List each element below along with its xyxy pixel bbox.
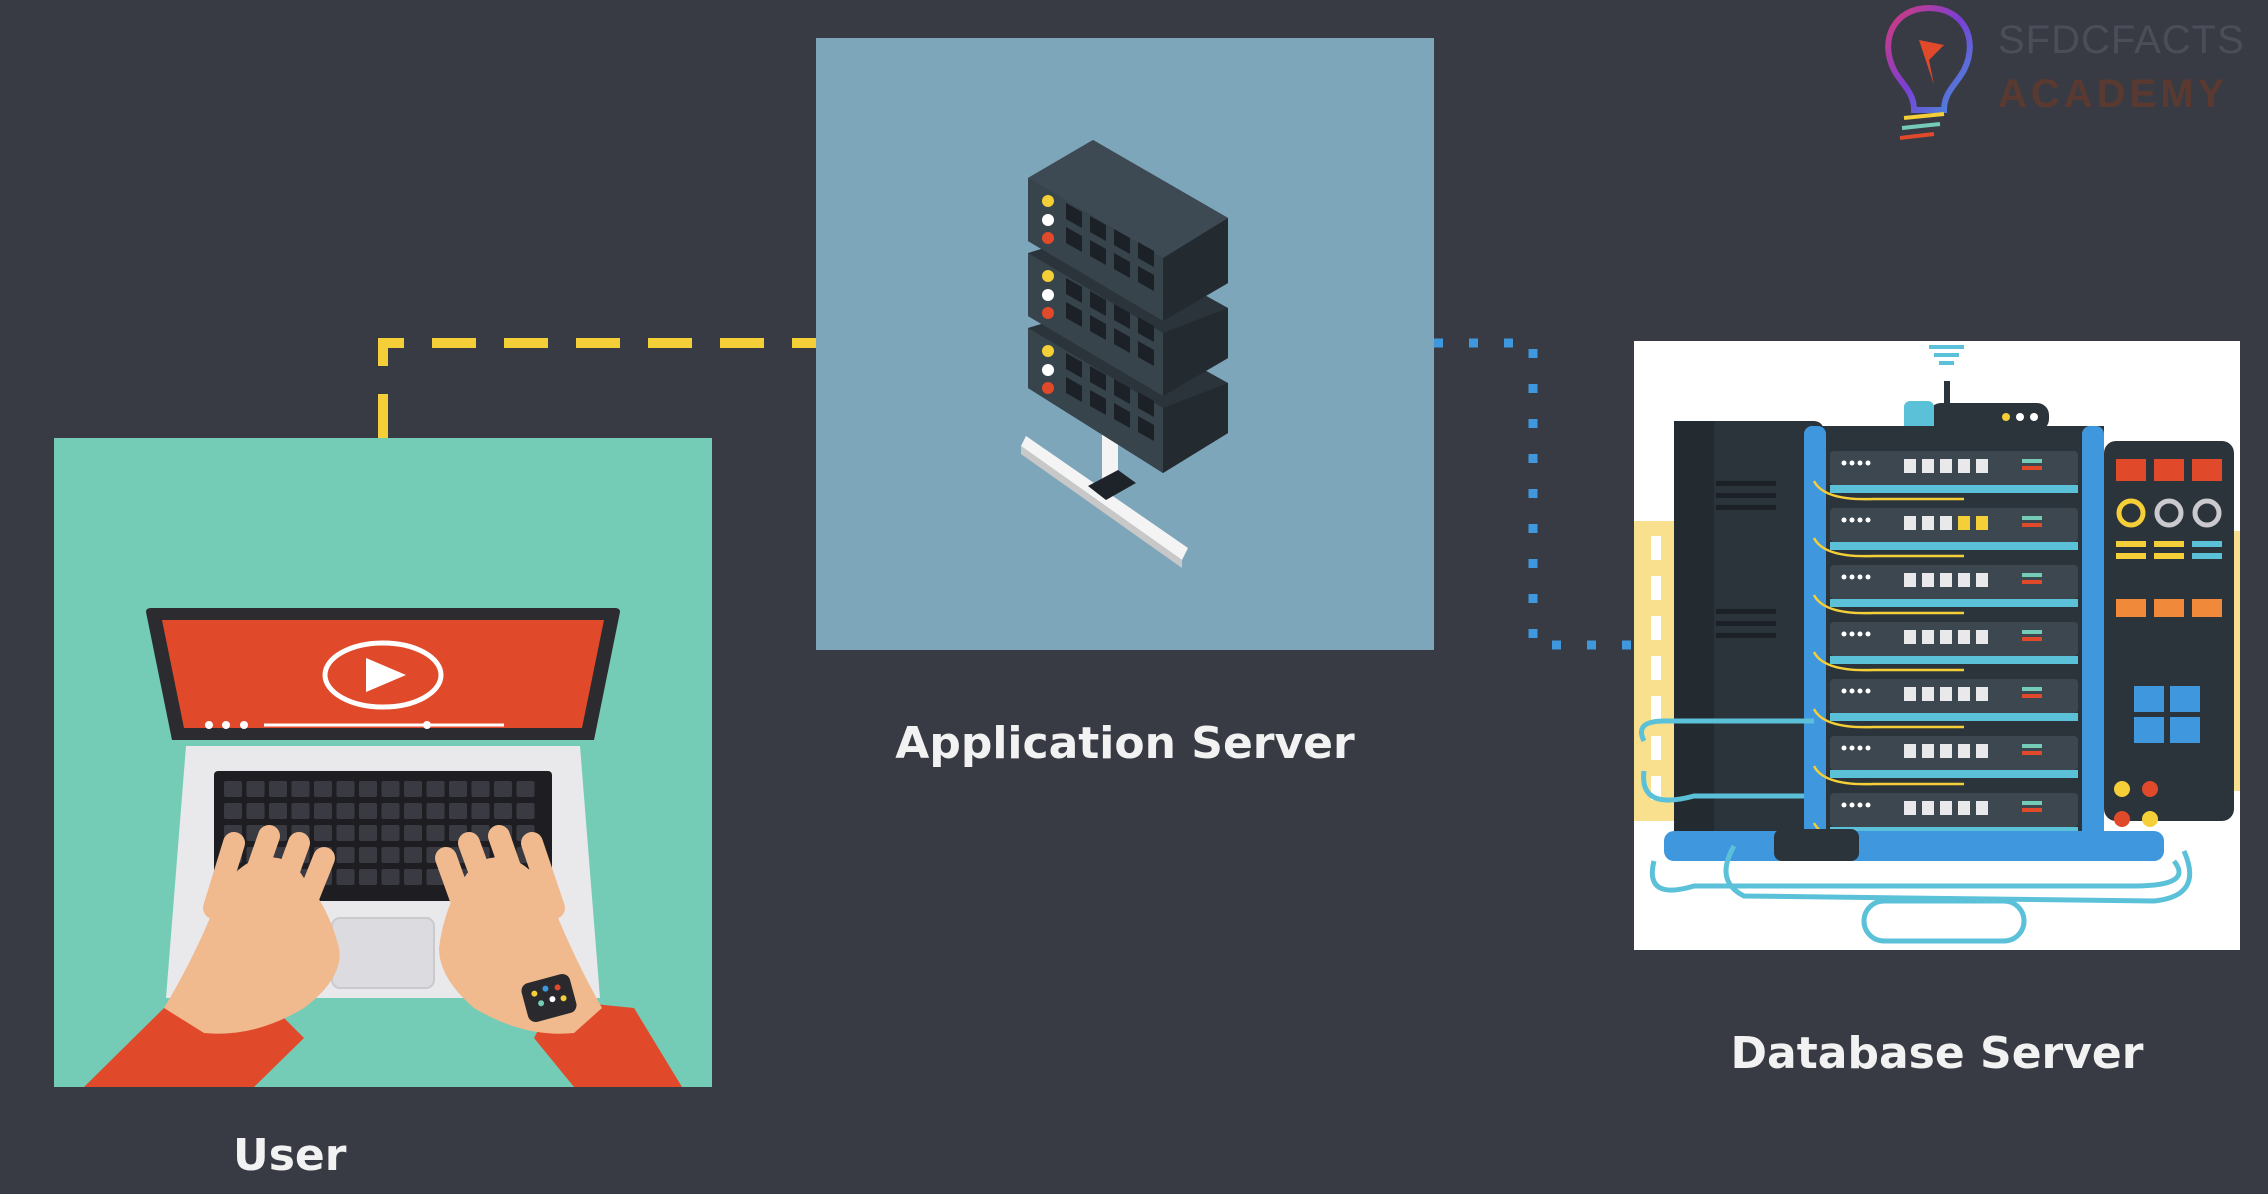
database-server-label: Database Server (1730, 1028, 2144, 1079)
database-rack-icon (1634, 345, 2240, 944)
user-label: User (233, 1130, 347, 1181)
laptop-video-player-icon (84, 608, 682, 1087)
logo-text-line2: ACADEMY (1998, 72, 2229, 116)
app-server-label: Application Server (895, 718, 1355, 769)
database-server-node (1634, 341, 2240, 950)
sfdcfacts-academy-logo: SFDCFACTS ACADEMY (1874, 0, 2264, 150)
lightbulb-logo-icon (1885, 4, 1973, 140)
app-to-db-connector (1434, 338, 1634, 650)
app-server-node (816, 38, 1434, 650)
user-node (54, 438, 712, 1087)
logo-text-line1: SFDCFACTS (1998, 18, 2245, 62)
server-rack-icon (1021, 140, 1228, 568)
user-to-app-connector (378, 338, 816, 438)
